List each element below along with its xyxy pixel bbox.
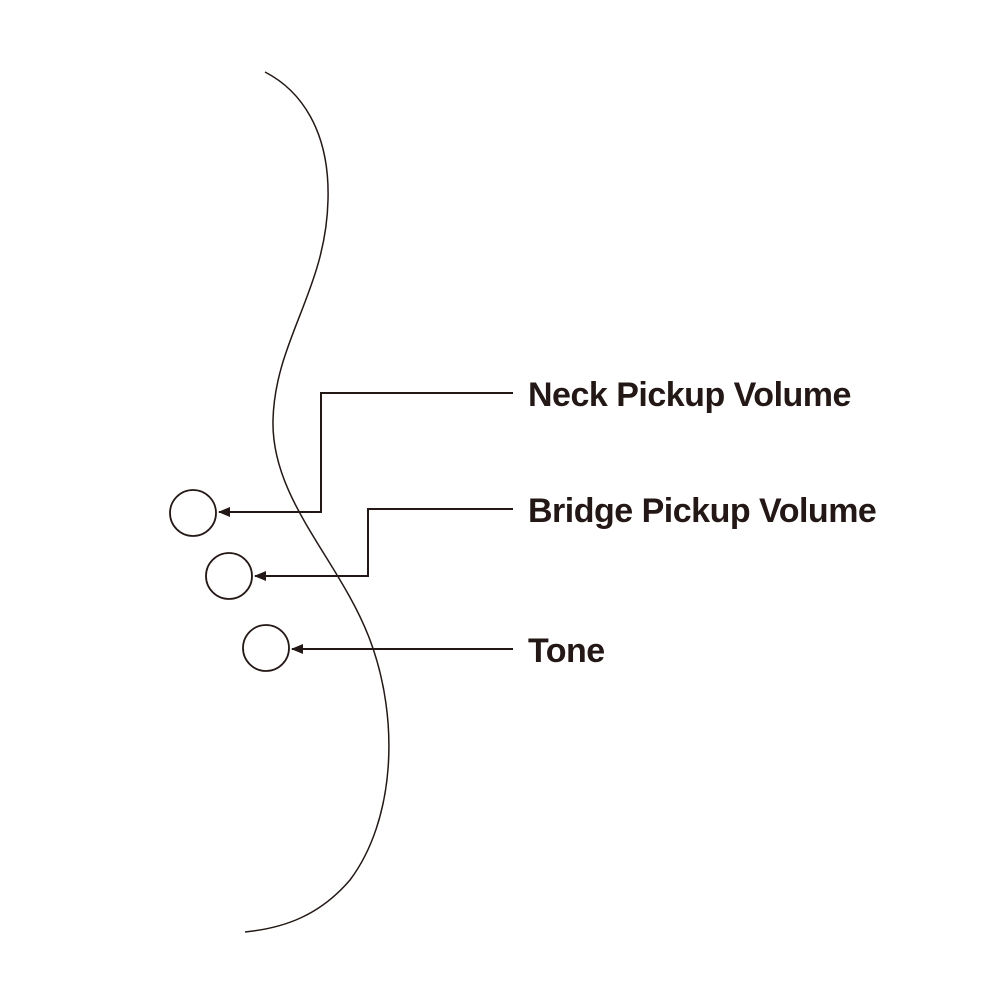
tone-knob[interactable] xyxy=(242,624,290,672)
bridge-volume-knob[interactable] xyxy=(205,552,253,600)
neck-volume-leader-line xyxy=(218,392,513,517)
neck-volume-knob[interactable] xyxy=(169,489,217,537)
bridge-volume-leader-line xyxy=(254,508,513,581)
neck-volume-label: Neck Pickup Volume xyxy=(528,376,851,414)
tone-label: Tone xyxy=(528,632,605,670)
guitar-body-outline xyxy=(244,71,390,933)
bridge-volume-label: Bridge Pickup Volume xyxy=(528,492,876,530)
